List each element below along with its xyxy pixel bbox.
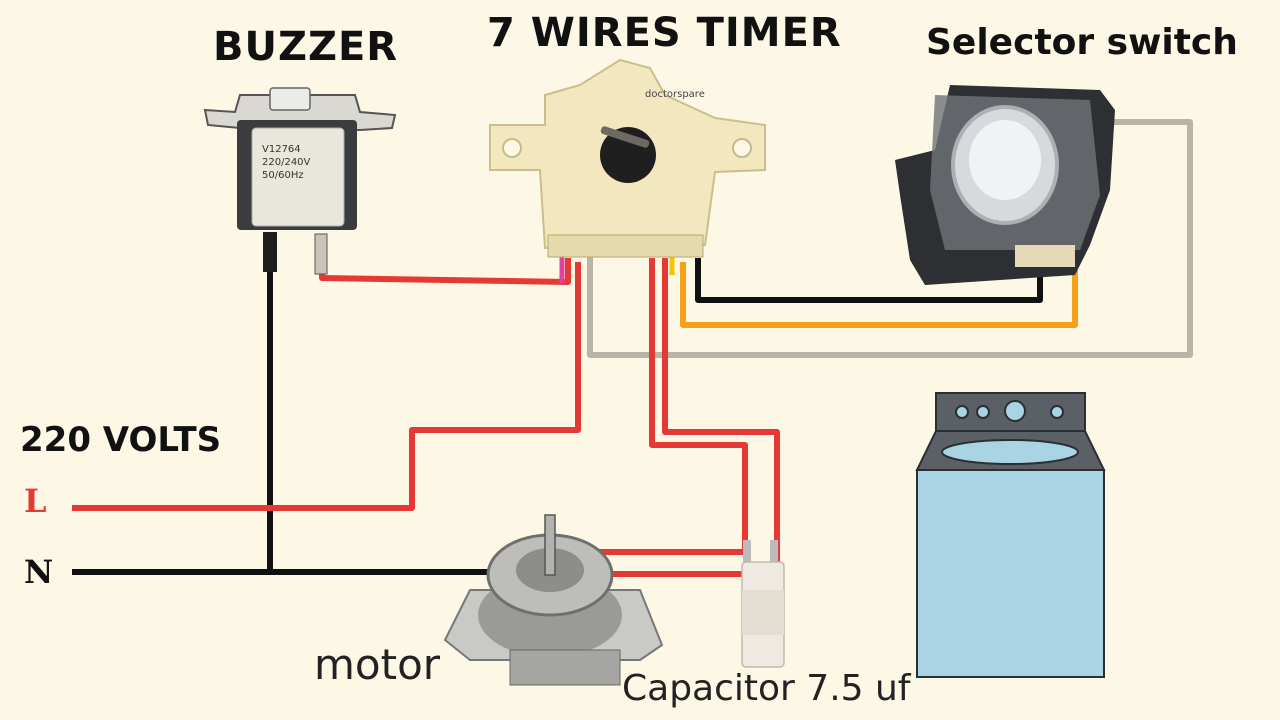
live-wire [72,262,581,511]
washer-dial [1004,400,1026,422]
washer-button [955,405,969,419]
washer-body [916,469,1105,678]
washer-button [976,405,990,419]
buzzer-model: V12764 [262,144,301,155]
washer-lid-opening [941,439,1079,465]
buzzer-title: BUZZER [213,24,399,70]
timer-motor-wire-1 [590,258,748,555]
motor-label: motor [314,640,441,689]
washer-button [1050,405,1064,419]
motor [443,514,664,686]
buzzer-terminal-left [263,232,277,272]
buzzer-terminal-right [314,233,328,275]
buzzer: V12764 220/240V 50/60Hz [203,87,397,275]
motor-shaft [544,514,556,576]
grey-wire [587,119,1193,358]
orange-wire [680,262,1078,328]
selector-switch [895,85,1115,285]
black-selector-wire [695,258,1043,303]
buzzer-frequency: 50/60Hz [262,170,304,181]
timer-motor-wire-2 [596,258,780,577]
selector-switch-title: Selector switch [926,22,1238,63]
neutral-label: N [24,553,54,591]
capacitor [741,540,785,668]
buzzer-voltage: 220/240V [262,157,311,168]
buzzer-timer-wire [319,258,571,285]
capacitor-label: Capacitor 7.5 uf [622,668,911,709]
wires [72,119,1193,577]
timer-title: 7 WIRES TIMER [487,10,842,56]
timer-brand: doctorspare [645,89,705,100]
voltage-label: 220 VOLTS [20,420,222,460]
line-label: L [24,482,47,520]
washing-machine [915,392,1106,678]
timer: doctorspare [489,58,766,258]
